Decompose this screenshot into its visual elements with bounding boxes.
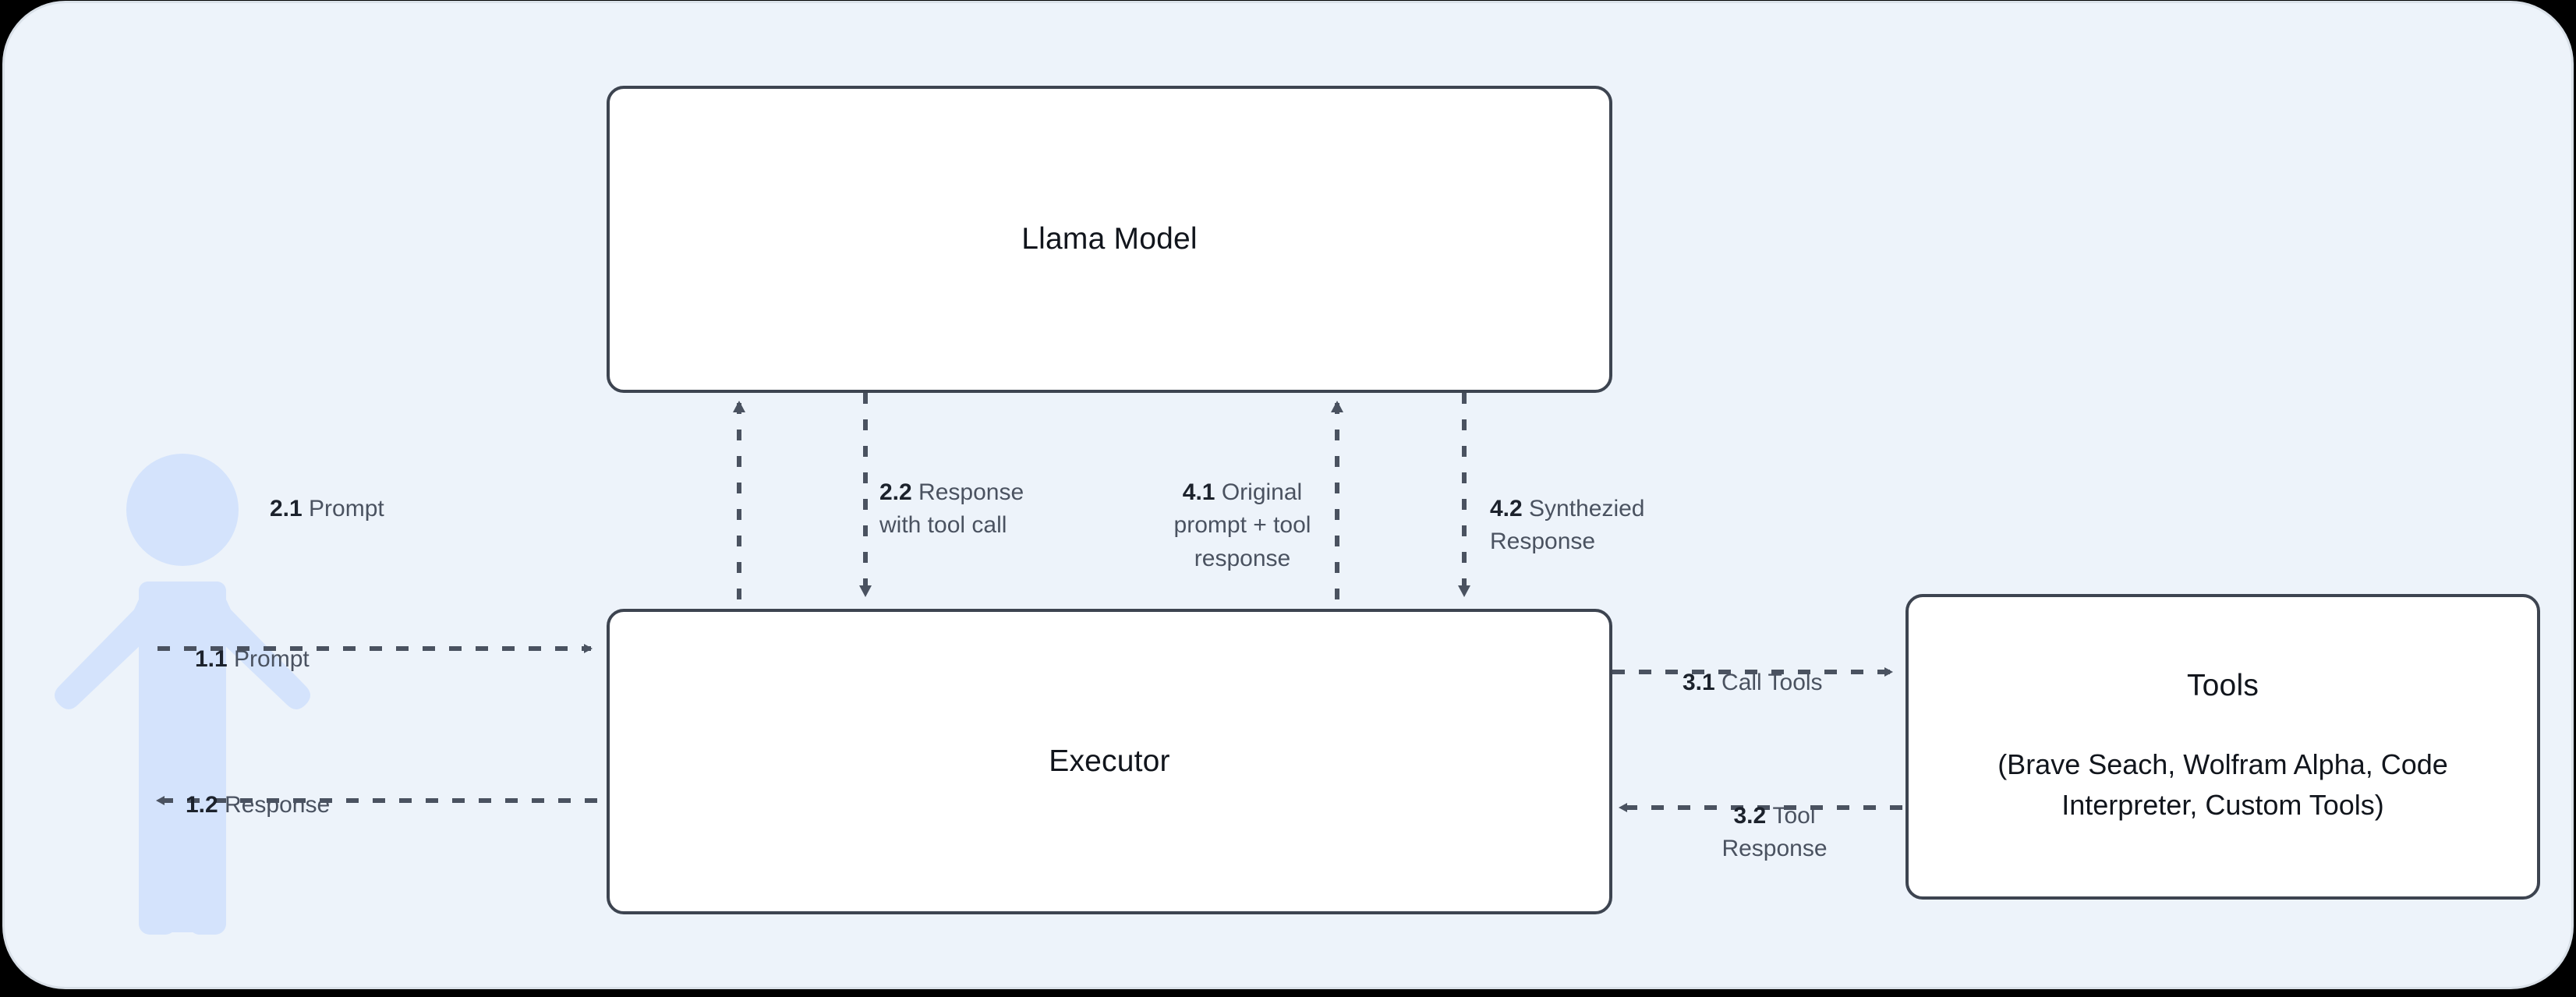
diagram-panel: Llama Model Executor Tools (Brave Seach,… — [5, 3, 2571, 987]
edge-text-4-2: Synthezied Response — [1490, 495, 1645, 555]
edge-step-4-2: 4.2 — [1490, 495, 1530, 521]
edge-text-2-1: Prompt — [309, 495, 384, 521]
edge-label-1-1: 1.1 Prompt — [195, 610, 310, 676]
edge-step-1-1: 1.1 — [195, 645, 235, 672]
edge-text-4-1: Original prompt + tool response — [1173, 479, 1311, 571]
edge-label-3-2: 3.2 Tool Response — [1700, 766, 1849, 866]
edge-step-2-2: 2.2 — [879, 479, 919, 505]
edge-text-3-1: Call Tools — [1721, 669, 1823, 695]
edge-label-1-2: 1.2 Response — [186, 755, 330, 822]
edge-label-2-1: 2.1 Prompt — [270, 459, 384, 525]
node-llama-model[interactable]: Llama Model — [607, 86, 1612, 393]
node-tools[interactable]: Tools (Brave Seach, Wolfram Alpha, Code … — [1905, 594, 2540, 900]
edge-text-1-2: Response — [225, 791, 331, 818]
node-executor[interactable]: Executor — [607, 609, 1612, 914]
edge-label-4-1: 4.1 Original prompt + tool response — [1155, 443, 1330, 575]
edge-text-1-1: Prompt — [234, 645, 310, 672]
edge-step-4-1: 4.1 — [1182, 479, 1222, 505]
edge-step-1-2: 1.2 — [186, 791, 225, 818]
edge-step-2-1: 2.1 — [270, 495, 310, 521]
edge-label-2-2: 2.2 Response with tool call — [879, 443, 1051, 543]
edge-text-3-2: Tool Response — [1721, 802, 1828, 862]
node-tools-subtitle: (Brave Seach, Wolfram Alpha, Code Interp… — [1997, 748, 2448, 822]
edge-step-3-2: 3.2 — [1733, 802, 1773, 829]
node-executor-title: Executor — [1049, 744, 1170, 778]
node-llama-model-title: Llama Model — [1021, 221, 1198, 256]
edge-label-4-2: 4.2 Synthezied Response — [1490, 459, 1685, 559]
person-icon — [55, 454, 310, 935]
edge-label-3-1: 3.1 Call Tools — [1683, 633, 1823, 699]
node-tools-title: Tools — [2186, 669, 2259, 703]
edge-text-2-2: Response with tool call — [879, 479, 1024, 539]
edge-step-3-1: 3.1 — [1683, 669, 1722, 695]
user-actor — [41, 447, 321, 939]
